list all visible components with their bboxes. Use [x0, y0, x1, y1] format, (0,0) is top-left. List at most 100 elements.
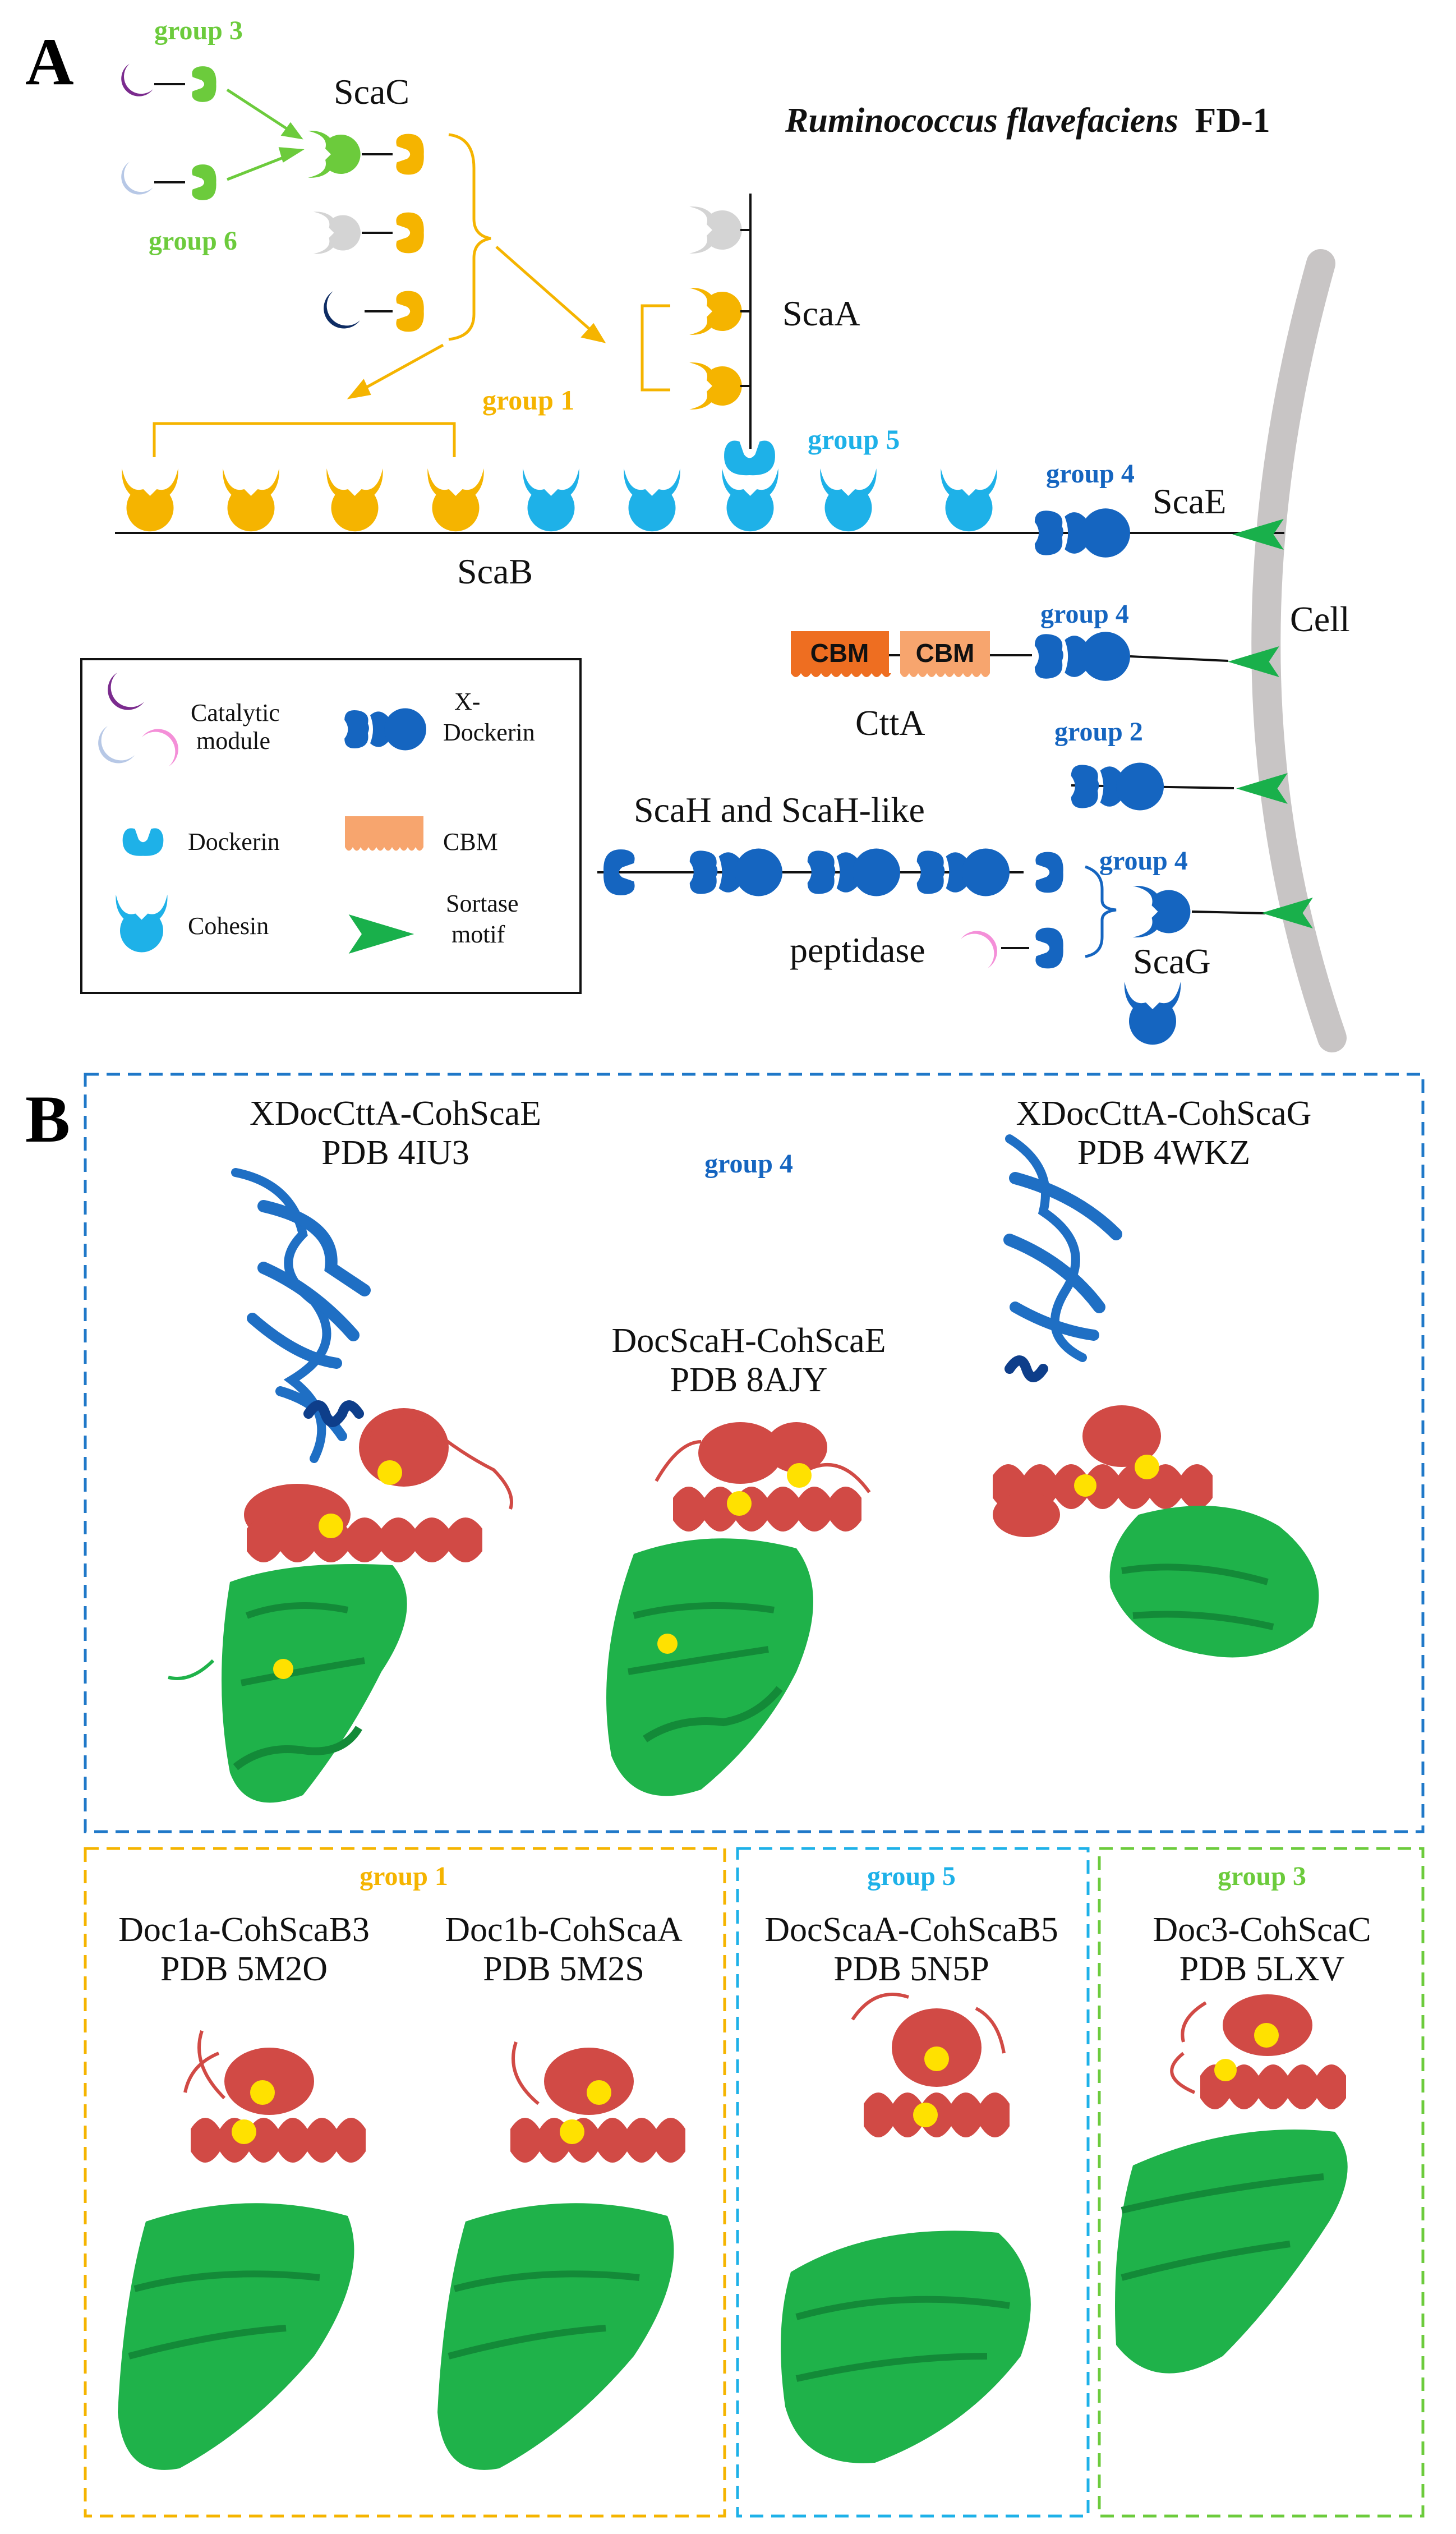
group2-label-a: group 2 — [1054, 717, 1143, 747]
cohesin-sheets — [168, 1564, 407, 1803]
x-module-scah-2 — [807, 848, 900, 896]
calcium-ion — [273, 1659, 293, 1679]
calcium-ion — [232, 2119, 256, 2144]
legend-cbm-icon — [345, 816, 423, 851]
calcium-ion — [319, 1514, 343, 1538]
legend-cbm-label: CBM — [443, 828, 498, 856]
cohesin-scab3 — [326, 468, 383, 532]
group5-label-b: group 5 — [867, 1861, 956, 1891]
dockerin-group3 — [192, 66, 216, 102]
panel-a-label: A — [25, 24, 74, 99]
calcium-ion — [377, 1460, 402, 1485]
x-module-ribbon — [1003, 1134, 1122, 1382]
bracket-scac — [448, 133, 491, 341]
scag-label: ScaG — [1133, 941, 1211, 981]
organism-title: Ruminococcus flavefaciens FD-1 — [785, 102, 1270, 140]
struct-5lxv-pdb: PDB 5LXV — [1179, 1950, 1345, 1988]
structure-5lxv — [1115, 1994, 1348, 2374]
dockerin-group1 — [396, 212, 424, 254]
struct-8ajy-name: DocScaH-CohScaE — [612, 1322, 886, 1360]
cohesin-sheets — [606, 1538, 813, 1796]
calcium-ion — [1254, 2023, 1279, 2048]
cohesin-scaa — [689, 362, 742, 410]
struct-4wkz-name: XDocCttA-CohScaG — [1016, 1094, 1312, 1133]
cell-label: Cell — [1290, 599, 1350, 639]
struct-5m2s-pdb: PDB 5M2S — [483, 1950, 644, 1988]
cbm-light: CBM — [900, 631, 990, 677]
calcium-ion — [1074, 1474, 1096, 1497]
struct-5n5p-name: DocScaA-CohScaB5 — [764, 1911, 1058, 1949]
legend-x-dockerin-label: X- Dockerin — [443, 688, 535, 746]
legend-x-dockerin-icon — [344, 708, 426, 751]
struct-5m2s-name: Doc1b-CohScaA — [445, 1911, 683, 1949]
structure-8ajy — [606, 1422, 871, 1796]
dockerin-group6 — [192, 164, 216, 200]
legend-catalytic-line2: module — [196, 727, 270, 755]
scaa-label: ScaA — [782, 293, 860, 333]
peptidase-label: peptidase — [790, 930, 925, 970]
legend-sortase-line2: motif — [451, 921, 505, 948]
legend: Catalytic module X- Dockerin Dockerin CB… — [98, 673, 535, 954]
legend-cohesin-label: Cohesin — [188, 912, 269, 940]
cohesin-scag — [1132, 885, 1191, 938]
catalytic-module-navy — [324, 291, 360, 329]
legend-sortase-label: Sortase motif — [446, 890, 525, 948]
legend-catalytic-line1: Catalytic — [191, 699, 280, 726]
bracket-scaa — [641, 304, 670, 392]
organism-strain: FD-1 — [1195, 102, 1270, 140]
group1-label-b: group 1 — [360, 1861, 448, 1891]
cohesin-scab1 — [122, 468, 178, 532]
dockerin-helices — [244, 1408, 513, 1562]
panel-b-label: B — [25, 1082, 70, 1156]
structure-5m2s — [437, 2041, 685, 2470]
cbm-label-2: CBM — [916, 638, 975, 668]
x-module-scah-1 — [689, 848, 782, 896]
scah-label: ScaH and ScaH-like — [634, 790, 925, 830]
calcium-ion — [913, 2103, 938, 2127]
dockerin-helices — [655, 1422, 871, 1532]
group4-label-scae: group 4 — [1046, 459, 1135, 489]
bracket-group4 — [1085, 865, 1117, 958]
struct-4iu3-pdb: PDB 4IU3 — [321, 1134, 469, 1172]
legend-xdoc-line1: X- — [454, 688, 480, 715]
group3-label-a: group 3 — [154, 16, 243, 45]
struct-4wkz-pdb: PDB 4WKZ — [1077, 1134, 1250, 1172]
group3-box — [1098, 1847, 1425, 2518]
cohesin-scab8 — [820, 468, 877, 532]
structure-5n5p — [781, 1993, 1031, 2463]
structure-4wkz — [993, 1134, 1319, 1658]
panel-a: A Ruminococcus flavefaciens FD-1 Cell gr… — [25, 16, 1350, 1052]
struct-5m2o-name: Doc1a-CohScaB3 — [118, 1911, 370, 1949]
catalytic-module-lightblue — [121, 162, 153, 195]
cohesin-scab6 — [624, 468, 680, 532]
cohesin-sheets — [1109, 1506, 1319, 1658]
dockerin-group1 — [396, 291, 424, 332]
x-module-ribbon — [231, 1168, 371, 1463]
group6-label-a: group 6 — [149, 226, 237, 256]
legend-dockerin-label: Dockerin — [188, 828, 280, 856]
group1-box — [84, 1847, 726, 2518]
struct-5lxv-name: Doc3-CohScaC — [1153, 1911, 1371, 1949]
struct-8ajy-pdb: PDB 8AJY — [670, 1361, 828, 1399]
struct-5m2o-pdb: PDB 5M2O — [160, 1950, 328, 1988]
cohesin-scaa — [689, 288, 742, 335]
dockerin-helices — [993, 1405, 1213, 1537]
calcium-ion — [657, 1634, 678, 1654]
legend-sortase-line1: Sortase — [446, 890, 519, 917]
catalytic-module-pink — [961, 931, 997, 968]
cohesin-scab4 — [427, 468, 484, 532]
panel-b: B group 4 XDocCttA-CohScaE PDB 4IU3 DocS… — [25, 1073, 1425, 2518]
cbm-dark: CBM — [791, 631, 891, 677]
dockerin-group1 — [396, 134, 424, 175]
cohesin-scab7 — [722, 468, 778, 532]
legend-box — [80, 658, 582, 994]
legend-xdoc-line2: Dockerin — [443, 719, 535, 746]
structure-5m2o — [118, 2030, 366, 2470]
calcium-ion — [560, 2119, 584, 2144]
calcium-ion — [1135, 1455, 1159, 1479]
x-dockerin-scae — [1034, 508, 1130, 558]
x-dockerin-ctta — [1034, 632, 1130, 681]
legend-catalytic-label: Catalytic module — [191, 699, 286, 755]
gray-module — [313, 211, 361, 254]
